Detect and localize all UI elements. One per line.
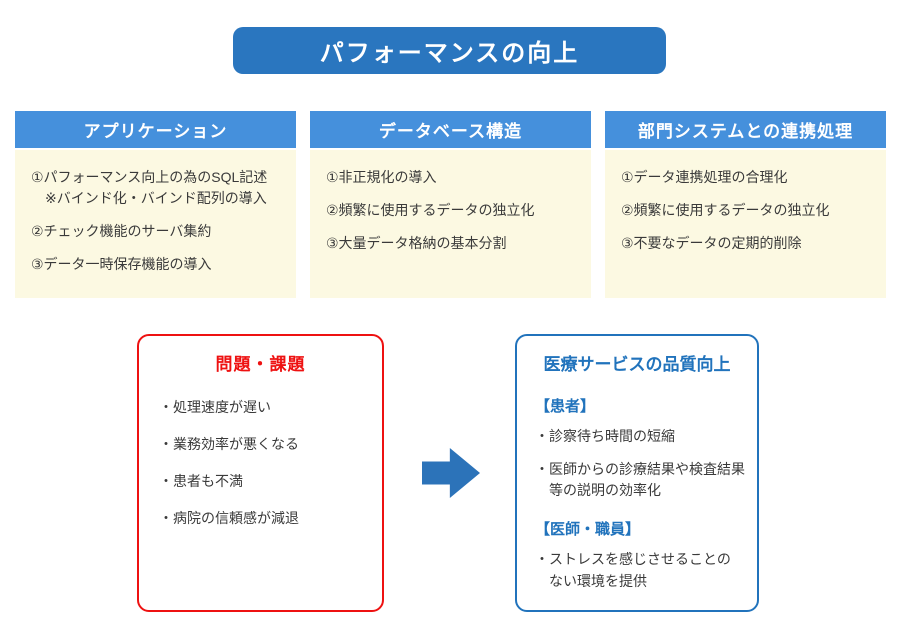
problem-box-title: 問題・課題 (215, 355, 306, 374)
list-item: ①非正規化の導入 (326, 169, 437, 185)
list-item: ①パフォーマンス向上の為のSQL記述 ※バインド化・バインド配列の導入 (31, 169, 268, 206)
list-item: ・処理速度が遅い (159, 399, 271, 415)
list-item: ②チェック機能のサーバ集約 (31, 223, 212, 239)
column-database-header: データベース構造 (310, 111, 591, 148)
column-dept-systems: 部門システムとの連携処理 ①データ連携処理の合理化 ②頻繁に使用するデータの独立… (605, 111, 886, 298)
column-database: データベース構造 ①非正規化の導入 ②頻繁に使用するデータの独立化 ③大量データ… (310, 111, 591, 298)
page-title: パフォーマンスの向上 (233, 27, 666, 74)
list-item: ・医師からの診療結果や検査結果 等の説明の効率化 (535, 460, 745, 499)
column-database-body: ①非正規化の導入 ②頻繁に使用するデータの独立化 ③大量データ格納の基本分割 (310, 150, 591, 298)
list-item: ③不要なデータの定期的削除 (621, 235, 802, 251)
list-item: ①データ連携処理の合理化 (621, 169, 788, 185)
list-item: ③データ一時保存機能の導入 (31, 256, 212, 272)
list-item: ・ストレスを感じさせることの ない環境を提供 (535, 551, 731, 589)
list-item: ・患者も不満 (159, 473, 243, 489)
list-item: ②頻繁に使用するデータの独立化 (621, 202, 830, 218)
improvement-columns: アプリケーション ①パフォーマンス向上の為のSQL記述 ※バインド化・バインド配… (15, 111, 886, 298)
list-item: ・業務効率が悪くなる (159, 436, 299, 452)
column-dept-systems-body: ①データ連携処理の合理化 ②頻繁に使用するデータの独立化 ③不要なデータの定期的… (605, 150, 886, 298)
group-label-patients: 【患者】 (535, 398, 596, 415)
outcome-box-title: 医療サービスの品質向上 (543, 355, 731, 374)
column-dept-systems-header: 部門システムとの連携処理 (605, 111, 886, 148)
outcome-content: 【患者】 ・診察待ち時間の短縮 ・医師からの診療結果や検査結果 等の説明の効率化… (517, 375, 757, 592)
column-application-body: ①パフォーマンス向上の為のSQL記述 ※バインド化・バインド配列の導入 ②チェッ… (15, 150, 296, 298)
right-arrow-icon (422, 448, 480, 498)
column-application-header: アプリケーション (15, 111, 296, 148)
list-item: ・病院の信頼感が減退 (159, 510, 299, 526)
group-label-staff: 【医師・職員】 (535, 521, 641, 539)
problem-list: ・処理速度が遅い ・業務効率が悪くなる ・患者も不満 ・病院の信頼感が減退 (139, 397, 382, 528)
column-application: アプリケーション ①パフォーマンス向上の為のSQL記述 ※バインド化・バインド配… (15, 111, 296, 298)
problem-box: 問題・課題 ・処理速度が遅い ・業務効率が悪くなる ・患者も不満 ・病院の信頼感… (137, 334, 384, 612)
outcome-box: 医療サービスの品質向上 【患者】 ・診察待ち時間の短縮 ・医師からの診療結果や検… (515, 334, 759, 612)
list-item: ②頻繁に使用するデータの独立化 (326, 202, 535, 218)
list-item: ・診察待ち時間の短縮 (535, 428, 675, 444)
list-item: ③大量データ格納の基本分割 (326, 235, 507, 251)
